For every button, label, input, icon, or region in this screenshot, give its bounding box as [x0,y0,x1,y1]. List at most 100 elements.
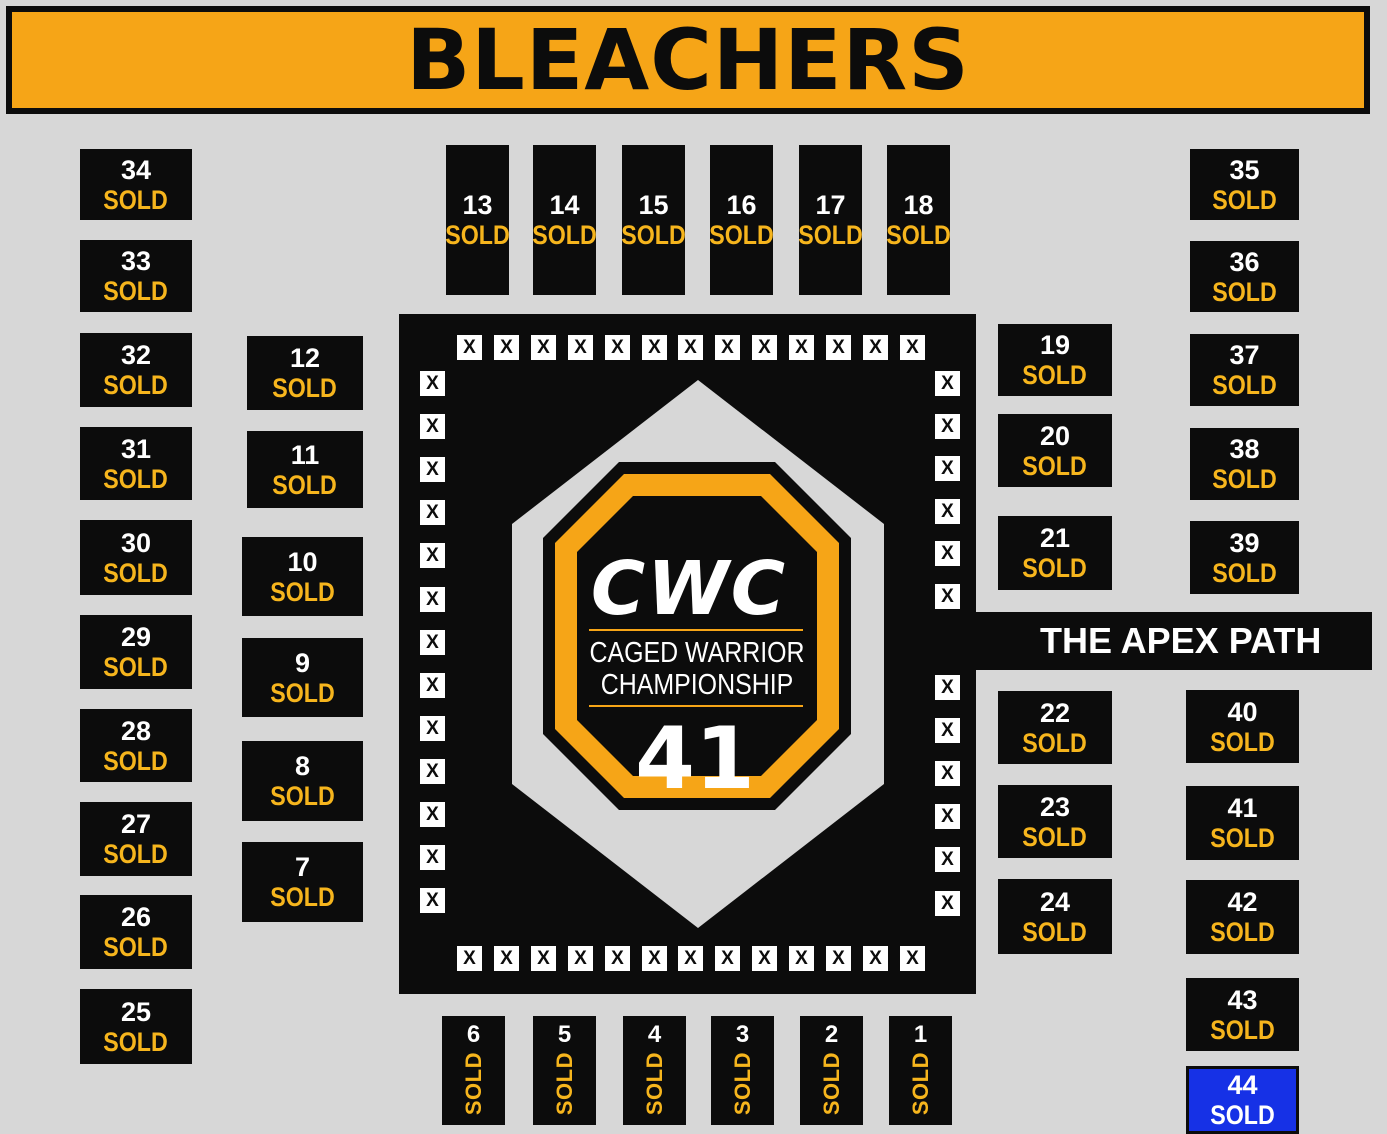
cageside-seat-bottom[interactable]: X [863,946,888,971]
cageside-seat-top[interactable]: X [642,335,667,360]
cageside-seat-bottom[interactable]: X [900,946,925,971]
cageside-seat-right-upper[interactable]: X [935,499,960,524]
cageside-seat-bottom[interactable]: X [642,946,667,971]
cageside-seat-right-upper[interactable]: X [935,584,960,609]
cageside-seat-right-upper[interactable]: X [935,414,960,439]
cageside-seat-top[interactable]: X [715,335,740,360]
cageside-seat-right-upper[interactable]: X [935,371,960,396]
cageside-seat-left[interactable]: X [420,845,445,870]
table-number: 28 [120,715,152,746]
cageside-seat-left[interactable]: X [420,673,445,698]
cageside-seat-left[interactable]: X [420,543,445,568]
cageside-seat-bottom[interactable]: X [826,946,851,971]
cageside-seat-bottom[interactable]: X [752,946,777,971]
cageside-seat-bottom[interactable]: X [494,946,519,971]
cageside-seat-left[interactable]: X [420,500,445,525]
cageside-seat-top[interactable]: X [457,335,482,360]
cageside-seat-top[interactable]: X [789,335,814,360]
cageside-seat-top[interactable]: X [531,335,556,360]
cageside-seat-bottom[interactable]: X [678,946,703,971]
cageside-seat-top[interactable]: X [752,335,777,360]
table-number: 44 [1227,1070,1258,1100]
table-status: SOLD [103,652,169,682]
cageside-seat-left[interactable]: X [420,888,445,913]
cageside-seat-left[interactable]: X [420,414,445,439]
cageside-seat-bottom[interactable]: X [568,946,593,971]
cageside-seat-top[interactable]: X [568,335,593,360]
cageside-seat-left[interactable]: X [420,716,445,741]
cageside-seat-right-lower[interactable]: X [935,675,960,700]
cageside-seat-right-lower[interactable]: X [935,718,960,743]
cageside-seat-left[interactable]: X [420,759,445,784]
cageside-seat-bottom[interactable]: X [457,946,482,971]
cageside-seat-top[interactable]: X [863,335,888,360]
cageside-seat-right-lower[interactable]: X [935,804,960,829]
cageside-seat-right-lower[interactable]: X [935,891,960,916]
cageside-seat-top[interactable]: X [826,335,851,360]
cageside-seat-left[interactable]: X [420,802,445,827]
cageside-seat-right-lower[interactable]: X [935,761,960,786]
cageside-seat-bottom[interactable]: X [715,946,740,971]
cageside-seat-top[interactable]: X [605,335,630,360]
cageside-seat-bottom[interactable]: X [605,946,630,971]
cageside-seat-left[interactable]: X [420,587,445,612]
cageside-seat-left[interactable]: X [420,630,445,655]
cageside-seat-left[interactable]: X [420,371,445,396]
cageside-seat-right-upper[interactable]: X [935,541,960,566]
cageside-seat-bottom[interactable]: X [531,946,556,971]
cageside-seat-right-upper[interactable]: X [935,456,960,481]
cageside-seat-right-lower[interactable]: X [935,847,960,872]
cageside-seat-top[interactable]: X [900,335,925,360]
cageside-seat-left[interactable]: X [420,457,445,482]
cageside-seat-top[interactable]: X [678,335,703,360]
cageside-seat-bottom[interactable]: X [789,946,814,971]
table-status: SOLD [103,932,169,962]
cageside-seat-top[interactable]: X [494,335,519,360]
table-number: 15 [638,190,669,220]
